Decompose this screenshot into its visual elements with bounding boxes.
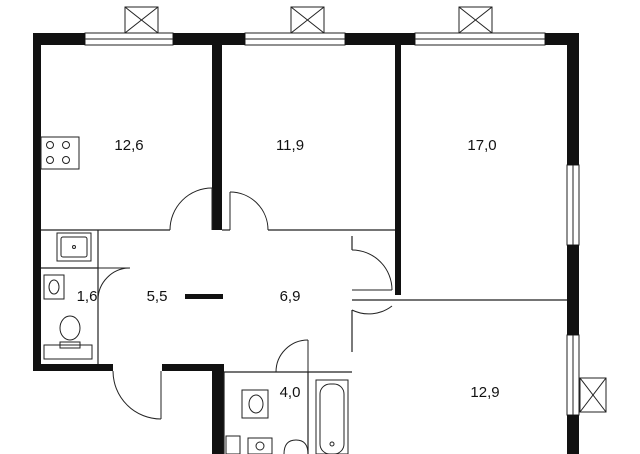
room-area-toilet: 1,6	[77, 288, 98, 305]
partitions	[41, 229, 567, 454]
room-area-corridor: 6,9	[280, 288, 301, 305]
room-area-kitchen: 12,6	[114, 137, 143, 154]
fixtures	[40, 136, 349, 454]
room-area-bedroom-2: 17,0	[467, 137, 496, 154]
wc-icon	[225, 435, 309, 454]
window-right-2	[566, 334, 607, 416]
window-top-3	[414, 6, 546, 46]
room-area-bathroom: 4,0	[280, 384, 301, 401]
room-area-bedroom-1: 11,9	[276, 137, 304, 154]
room-area-bedroom-3: 12,9	[470, 384, 499, 401]
bathtub-icon	[315, 379, 349, 454]
washer-icon	[43, 344, 93, 360]
bath-sink-icon	[241, 389, 269, 419]
walls	[33, 33, 579, 454]
window-right-1	[566, 164, 580, 246]
stove-icon	[40, 136, 80, 170]
kitchen-sink-icon	[56, 232, 92, 262]
doors	[97, 187, 393, 420]
window-top-1	[84, 6, 174, 46]
toilet-sink-icon	[43, 274, 65, 300]
window-top-2	[244, 6, 346, 46]
toilet-icon	[59, 315, 81, 349]
room-area-hall: 5,5	[147, 288, 168, 305]
